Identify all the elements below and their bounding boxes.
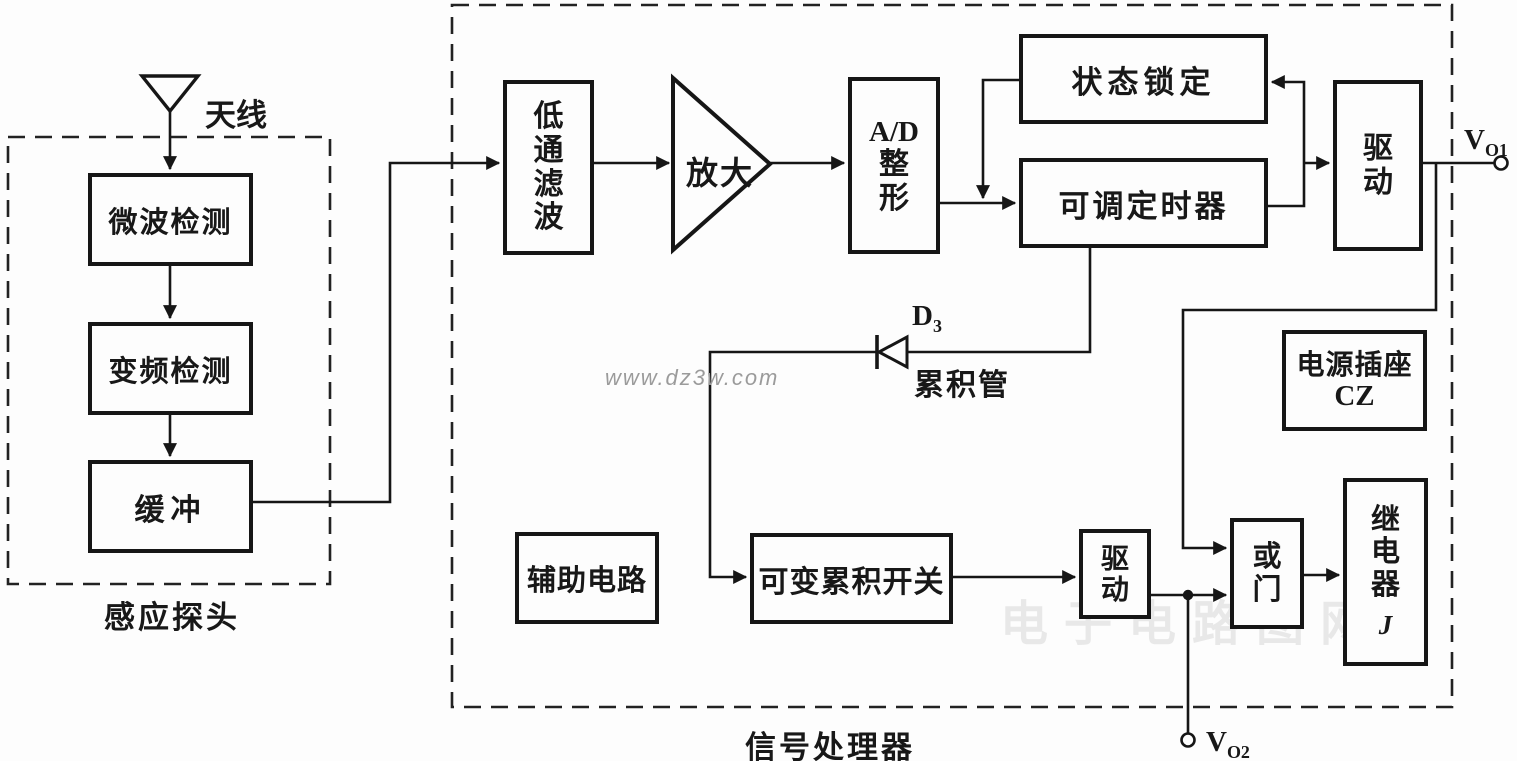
lpf-char: 低 (533, 100, 564, 134)
vo2-terminal (1180, 732, 1196, 748)
amplifier-triangle (671, 73, 774, 255)
lpf-char: 通 (533, 133, 564, 167)
junction-dot (1182, 589, 1194, 601)
ad-line: A/D (869, 115, 919, 148)
block-or-gate: 或 门 (1230, 518, 1304, 629)
or-gate-char: 门 (1252, 573, 1282, 606)
block-freq-detect-label: 变频检测 (108, 355, 233, 388)
wire-timer-diode-to-switch (708, 248, 1092, 584)
wire-buffer-to-lpf (253, 156, 501, 504)
power-socket-line2: CZ (1334, 379, 1375, 412)
block-aux-circuit: 辅助电路 (515, 532, 659, 624)
block-freq-detect: 变频检测 (88, 322, 253, 415)
processor-group-label: 信号处理器 (745, 730, 915, 761)
diode-ref: D (912, 300, 933, 332)
block-relay: 继 电 器 J (1343, 478, 1428, 666)
drive-bottom-char: 动 (1100, 574, 1129, 605)
vo2-label: VO2 (1206, 726, 1250, 761)
power-socket-line1: 电源插座 (1296, 348, 1413, 380)
vo2-base: V (1206, 726, 1227, 758)
diode-ref-label: D3 (912, 300, 942, 337)
diode-name-label: 累积管 (914, 369, 1010, 402)
block-ad-shaper: A/D 整 形 (848, 77, 940, 254)
wire-timer-to-latch (1268, 75, 1306, 208)
vo1-sub: O1 (1484, 139, 1508, 160)
block-buffer: 缓冲 (88, 460, 253, 553)
block-variable-acc-switch-label: 可变累积开关 (758, 565, 945, 599)
block-microwave-detect-label: 微波检测 (108, 206, 233, 239)
processor-group-border (450, 3, 1454, 709)
wire-vo1-branch-to-orgate (1181, 163, 1438, 555)
relay-char: 器 (1370, 568, 1400, 601)
block-lowpass-filter: 低 通 滤 波 (503, 80, 594, 255)
sensor-group-label: 感应探头 (104, 600, 240, 635)
block-buffer-label: 缓冲 (134, 493, 207, 527)
block-drive-bottom: 驱 动 (1079, 529, 1151, 619)
block-drive-top: 驱 动 (1333, 80, 1423, 251)
faint-watermark: 电子电路图网 (1000, 598, 1385, 651)
block-aux-circuit-label: 辅助电路 (526, 565, 647, 597)
vo1-label: VO1 (1464, 124, 1508, 161)
vo1-base: V (1464, 124, 1485, 156)
relay-char: 电 (1370, 536, 1400, 569)
block-state-latch: 状态锁定 (1019, 34, 1268, 124)
diode-ref-sub: 3 (932, 315, 942, 336)
drive-top-char: 动 (1363, 165, 1393, 199)
or-gate-char: 或 (1252, 541, 1282, 574)
block-power-socket: 电源插座 CZ (1282, 330, 1427, 431)
lpf-char: 滤 (533, 167, 564, 201)
antenna-icon (138, 74, 202, 114)
block-adjustable-timer-label: 可调定时器 (1058, 188, 1229, 224)
drive-top-char: 驱 (1363, 131, 1393, 165)
vo2-sub: O2 (1226, 741, 1250, 761)
sensor-group-border (6, 135, 332, 586)
relay-char: 继 (1370, 503, 1400, 536)
block-microwave-detect: 微波检测 (88, 173, 253, 266)
antenna-label: 天线 (205, 98, 267, 133)
ad-char: 整 (879, 148, 909, 182)
block-adjustable-timer: 可调定时器 (1019, 158, 1268, 248)
lpf-char: 波 (533, 201, 564, 235)
wire-latch-to-timer-input (976, 78, 1019, 200)
block-amplifier-label: 放大 (686, 155, 755, 191)
wires (163, 75, 1495, 733)
relay-designator: J (1378, 610, 1393, 641)
diode-icon (875, 334, 909, 370)
drive-bottom-char: 驱 (1100, 542, 1129, 574)
ad-char: 形 (879, 181, 909, 215)
vo1-terminal (1493, 155, 1509, 171)
watermark: www.dz3w.com (605, 365, 780, 390)
block-variable-acc-switch: 可变累积开关 (750, 533, 953, 624)
block-state-latch-label: 状态锁定 (1071, 64, 1216, 100)
